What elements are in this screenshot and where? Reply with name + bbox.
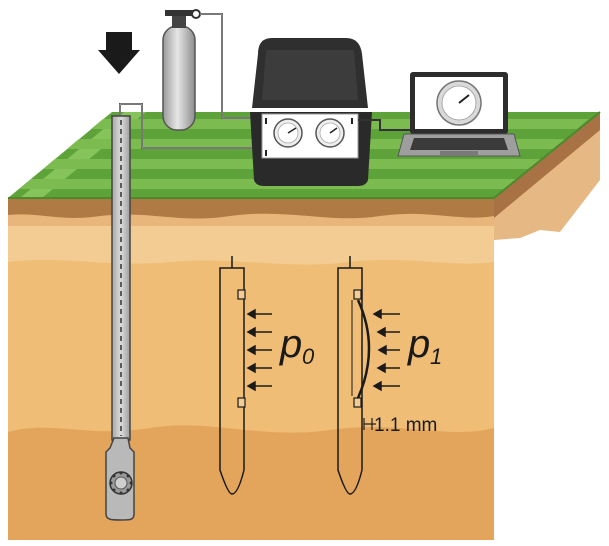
- membrane-state-p1: p 1 1.1 mm: [337, 256, 442, 495]
- laptop-icon: [397, 72, 521, 157]
- p1-subscript: 1: [430, 344, 442, 369]
- p0-subscript: 0: [302, 344, 315, 369]
- pressure-arrows-p0: [246, 308, 272, 392]
- displacement-label: 1.1 mm: [374, 415, 437, 436]
- displacement-marker: [363, 418, 376, 430]
- down-arrow-icon: [98, 32, 140, 74]
- membrane-state-p0: p 0: [219, 256, 315, 495]
- pressure-arrows-p1: [372, 308, 400, 392]
- p1-label: p: [407, 322, 430, 366]
- p0-label: p: [279, 322, 302, 366]
- probe-rod: [111, 103, 266, 441]
- gas-cylinder-icon: [162, 9, 265, 131]
- pressure-gauge-box: [250, 38, 420, 186]
- dilatometer-blade: [105, 437, 135, 521]
